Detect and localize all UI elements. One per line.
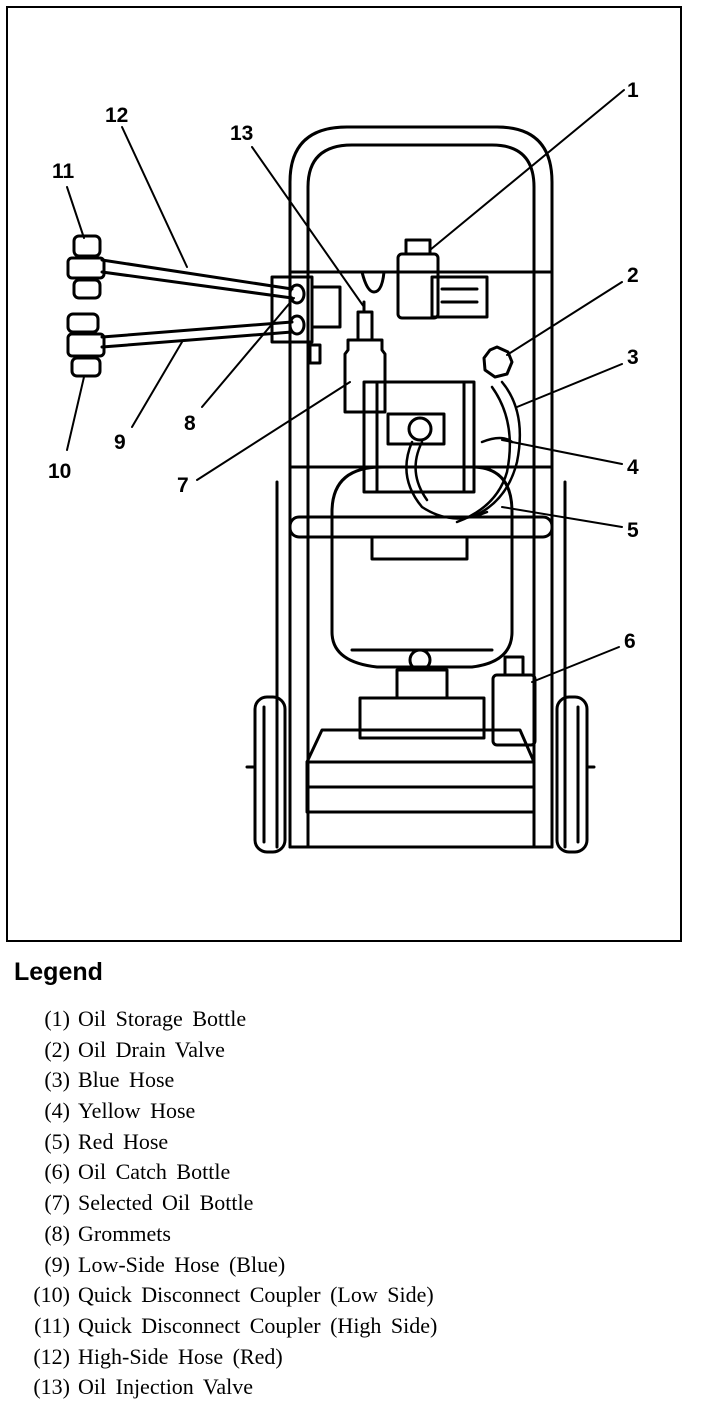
legend-item-number: (9)	[44, 1251, 70, 1277]
legend-title: Legend	[14, 958, 103, 986]
refrigerant-tank	[288, 465, 554, 740]
legend-item-number: (4)	[44, 1098, 70, 1124]
legend-item-number: (3)	[44, 1067, 70, 1093]
callout-12: 12	[105, 104, 128, 127]
oil-catch-bottle	[491, 655, 537, 747]
diagram-frame: 1 2 3 4 5 6 7 8 9 10 11 12 13	[6, 6, 682, 942]
cart-base	[305, 728, 536, 814]
legend-item-number: (5)	[44, 1128, 70, 1154]
legend-item-text: High-Side Hose (Red)	[78, 1343, 283, 1369]
legend-item-number: (11)	[34, 1312, 70, 1338]
legend-item-text: Selected Oil Bottle	[78, 1190, 254, 1216]
callout-13: 13	[230, 122, 253, 145]
legend-item-text: Oil Catch Bottle	[78, 1159, 231, 1185]
callout-7: 7	[177, 474, 189, 497]
top-shelf	[306, 270, 536, 319]
legend-item-number: (1)	[44, 1006, 70, 1031]
callout-8: 8	[184, 412, 196, 435]
cart-diagram: 1 2 3 4 5 6 7 8 9 10 11 12 13	[48, 79, 639, 854]
callout-11: 11	[52, 160, 75, 183]
oil-drain-valve	[482, 345, 514, 379]
callout-3: 3	[627, 346, 639, 369]
legend-item-text: Oil Drain Valve	[78, 1036, 225, 1062]
callout-10: 10	[48, 460, 71, 483]
wheel-left	[245, 695, 287, 854]
callout-5: 5	[627, 519, 639, 542]
callout-4: 4	[627, 456, 639, 479]
legend-item-number: (2)	[44, 1036, 70, 1062]
legend-item-text: Grommets	[78, 1220, 171, 1246]
legend-item-text: Quick Disconnect Coupler (High Side)	[78, 1312, 438, 1338]
machine-body	[362, 380, 476, 494]
grommets-panel	[270, 275, 342, 365]
legend-item-number: (8)	[44, 1220, 70, 1246]
leader-lines	[66, 89, 625, 683]
legend-item-number: (7)	[44, 1190, 70, 1216]
legend-item-text: Oil Injection Valve	[78, 1374, 253, 1400]
callout-9: 9	[114, 431, 126, 454]
legend-item-number: (12)	[33, 1343, 70, 1369]
coupler-high-side	[66, 234, 106, 300]
callout-labels: 1 2 3 4 5 6 7 8 9 10 11 12 13	[48, 79, 639, 653]
legend-item-number: (13)	[33, 1374, 70, 1400]
wheel-right	[555, 695, 596, 854]
legend-item-text: Blue Hose	[78, 1067, 175, 1093]
oil-storage-bottle	[396, 238, 440, 320]
coupler-low-side	[66, 312, 106, 378]
callout-2: 2	[627, 264, 639, 287]
legend-item-text: Oil Storage Bottle	[78, 1006, 247, 1031]
callout-1: 1	[627, 79, 639, 102]
callout-6: 6	[624, 630, 636, 653]
legend-item-text: Low-Side Hose (Blue)	[78, 1251, 286, 1277]
legend-item-text: Red Hose	[78, 1128, 169, 1154]
legend-item-text: Quick Disconnect Coupler (Low Side)	[78, 1282, 434, 1308]
service-hoses	[100, 258, 294, 349]
legend-item-number: (6)	[44, 1159, 70, 1185]
legend-item-number: (10)	[33, 1282, 70, 1308]
legend-item-text: Yellow Hose	[78, 1098, 196, 1124]
